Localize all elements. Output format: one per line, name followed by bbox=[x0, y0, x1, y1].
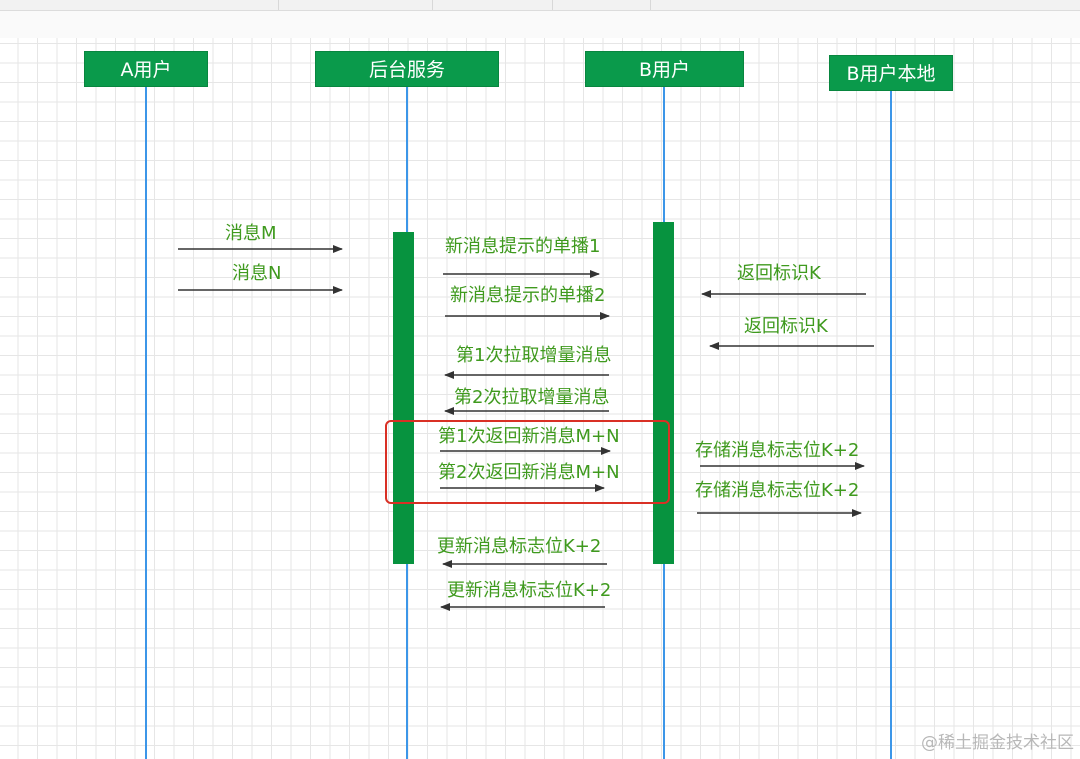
activation-server[interactable] bbox=[393, 232, 414, 564]
label-return-2: 第2次返回新消息M+N bbox=[438, 462, 620, 483]
label-pull-1: 第1次拉取增量消息 bbox=[456, 345, 612, 366]
label-store-2: 存储消息标志位K+2 bbox=[695, 480, 860, 501]
label-return-1: 第1次返回新消息M+N bbox=[438, 426, 620, 447]
canvas-header-band bbox=[0, 11, 1080, 38]
label-local-return-1: 返回标识K bbox=[737, 263, 821, 284]
toolbar-divider bbox=[552, 0, 553, 10]
label-local-return-2: 返回标识K bbox=[744, 316, 828, 337]
participant-a[interactable]: A用户 bbox=[84, 51, 208, 87]
lifeline-b-local bbox=[890, 90, 892, 759]
participant-server[interactable]: 后台服务 bbox=[315, 51, 499, 87]
label-store-1: 存储消息标志位K+2 bbox=[695, 440, 860, 461]
label-notify-1: 新消息提示的单播1 bbox=[445, 236, 601, 257]
watermark: @稀土掘金技术社区 bbox=[921, 733, 1074, 753]
toolbar-divider bbox=[432, 0, 433, 10]
highlight-box-return bbox=[385, 420, 670, 504]
label-msg-m: 消息M bbox=[225, 223, 277, 244]
label-update-2: 更新消息标志位K+2 bbox=[447, 580, 612, 601]
toolbar-divider bbox=[650, 0, 651, 10]
label-notify-2: 新消息提示的单播2 bbox=[450, 285, 606, 306]
participant-b-local[interactable]: B用户本地 bbox=[829, 55, 953, 91]
label-update-1: 更新消息标志位K+2 bbox=[437, 536, 602, 557]
label-pull-2: 第2次拉取增量消息 bbox=[454, 387, 610, 408]
lifeline-a bbox=[145, 87, 147, 759]
participant-b[interactable]: B用户 bbox=[585, 51, 744, 87]
diagram-canvas-grid bbox=[0, 38, 1080, 759]
toolbar-divider bbox=[278, 0, 279, 10]
toolbar-strip bbox=[0, 0, 1080, 11]
label-msg-n: 消息N bbox=[232, 263, 282, 284]
